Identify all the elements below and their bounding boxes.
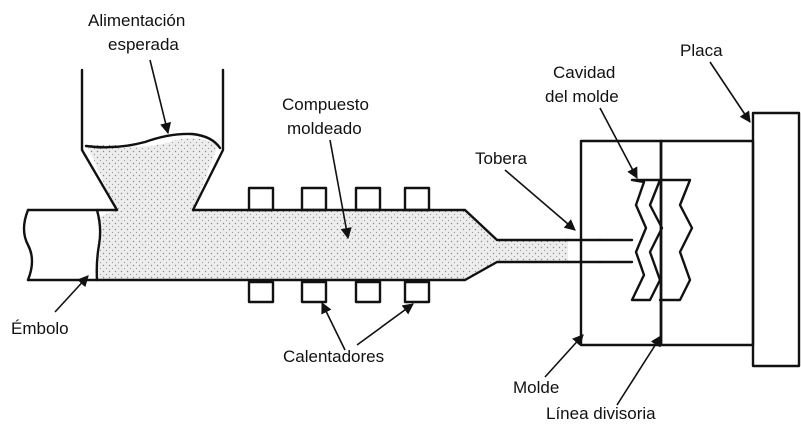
hopper-feed-surface	[84, 132, 222, 150]
heater	[354, 186, 382, 212]
mold-cavity	[630, 178, 664, 302]
mold-right-half	[659, 139, 755, 347]
cavity-leader	[599, 107, 638, 179]
label-parting-line: Línea divisoria	[546, 404, 656, 423]
mold-cavity-right	[658, 178, 694, 302]
heaters-leader-1	[321, 301, 346, 351]
heater	[247, 186, 275, 212]
parting-line-leader	[616, 335, 662, 406]
label-plunger: Émbolo	[11, 319, 69, 338]
platen	[751, 111, 801, 368]
sprue	[598, 238, 634, 264]
label-platen: Placa	[680, 41, 723, 60]
label-heaters: Calentadores	[283, 347, 384, 366]
plunger	[95, 208, 102, 282]
platen-leader	[709, 61, 751, 123]
compound-leader	[329, 139, 352, 240]
barrel	[26, 208, 570, 282]
hopper	[80, 68, 225, 212]
label-nozzle: Tobera	[475, 149, 528, 168]
heater	[300, 280, 328, 304]
plunger-break	[22, 208, 34, 282]
nozzle-tip	[566, 238, 602, 264]
label-mold: Molde	[513, 378, 559, 397]
heater	[403, 186, 431, 212]
molding-compound	[87, 138, 568, 280]
heater	[403, 280, 431, 304]
heater	[300, 186, 328, 212]
heater	[354, 280, 382, 304]
label-feed-2: esperada	[108, 35, 179, 54]
heaters-leader-2	[356, 303, 414, 346]
mold-leader	[544, 334, 584, 378]
feed-leader	[149, 59, 172, 135]
nozzle-leader	[504, 169, 576, 231]
mold-left-half	[579, 139, 663, 347]
heater	[247, 280, 275, 304]
label-compound-2: moldeado	[287, 119, 362, 138]
label-cavity-2: del molde	[545, 87, 619, 106]
label-feed-1: Alimentación	[88, 11, 185, 30]
label-compound-1: Compuesto	[282, 95, 369, 114]
plunger-leader	[54, 275, 89, 313]
label-cavity-1: Cavidad	[553, 63, 615, 82]
